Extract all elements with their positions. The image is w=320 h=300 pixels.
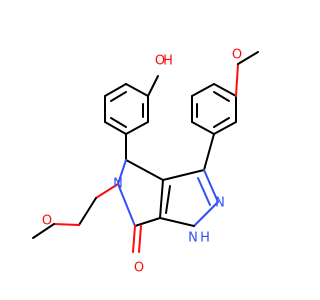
carbonyl-bond [132,225,136,253]
molecule-canvas: O H O N N N H O O [32,48,259,276]
bond [104,83,127,97]
methoxy-methyl-bond [32,223,55,239]
methoxyethyl-oxygen-label: O [42,214,52,229]
pyrazole-nh-hydrogen-label: H [200,231,210,246]
n-ethyl-bond [95,183,119,199]
core-n-bond [117,183,136,227]
ethoxy-bond [53,223,80,226]
hydroxyl-oxygen-label: O [155,54,165,69]
core-bond [134,217,161,227]
pyrrolopyrazole-core [117,159,219,227]
bond [213,83,237,97]
pyrazole-nitrogen-label: N [215,196,225,211]
lactam-nitrogen-label: N [113,177,123,192]
methoxy-o-bond [235,63,239,97]
bond [191,83,215,97]
double-bond [110,91,127,102]
bond [191,121,215,135]
structure-diagram: O H O N N N H O O [32,48,259,276]
hydroxyphenyl-ring [104,83,149,135]
double-bond [213,117,230,128]
core-bond [125,159,164,181]
hydroxyl-bond [147,75,159,97]
double-bond [213,91,230,102]
core-bond [159,179,164,219]
methoxy-methyl-bond [237,51,259,65]
fused-double-bond [165,185,171,214]
double-bond [110,117,127,128]
carbonyl-oxygen-label: O [134,261,144,276]
pyrazole-bond [162,169,205,181]
bond [213,121,237,135]
pyrazole-bond [193,201,219,227]
bond [125,121,149,135]
pyrazole-double-bond [197,177,211,206]
methoxyphenyl-ring [191,83,237,135]
bond [104,121,127,135]
ethyl-bond [78,197,97,226]
aryl-pyrazole-bond [203,133,215,171]
methoxyphenyl-oxygen-label: O [232,48,242,63]
pyrazole-bond [159,217,195,227]
carbonyl-double-bond [138,225,142,253]
core-n-bond [117,159,127,185]
pyrazole-nh-nitrogen-label: N [188,231,198,246]
bond [125,83,149,97]
hydroxyl-hydrogen-label: H [163,54,173,69]
pyrazole-double-bond [203,169,219,203]
